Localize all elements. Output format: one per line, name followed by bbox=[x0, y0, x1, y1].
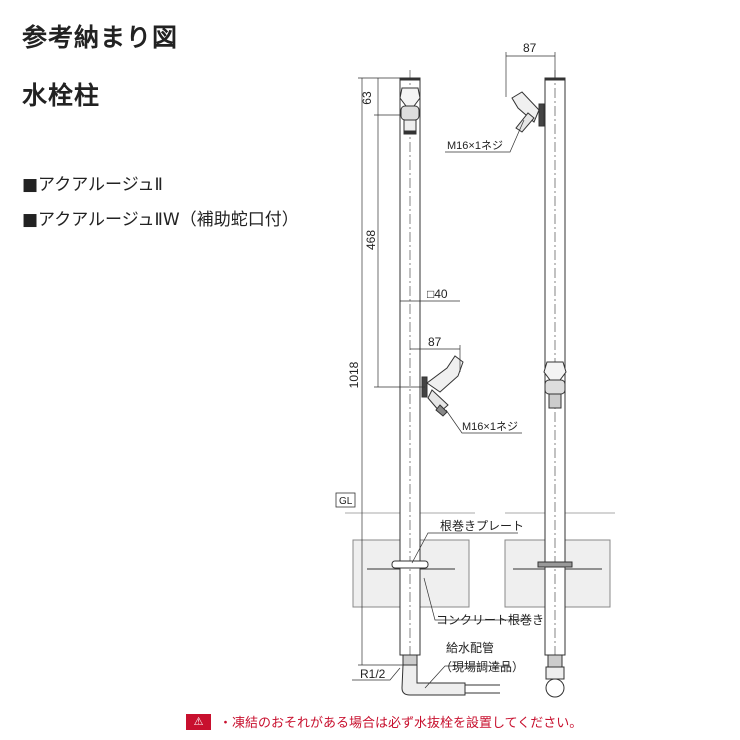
dim-tap-spacing: 468 bbox=[364, 230, 378, 250]
label-supply-pipe-note: （現場調達品） bbox=[440, 660, 524, 674]
warning-note: ⚠ ・凍結のおそれがある場合は必ず水抜栓を設置してください。 bbox=[186, 712, 582, 731]
product-item: ■アクアルージュⅡ bbox=[22, 175, 163, 195]
faucet-right-front-icon bbox=[543, 361, 567, 409]
label-root-plate: 根巻きプレート bbox=[440, 519, 524, 533]
faucet-lower-side-icon bbox=[421, 355, 464, 417]
dim-top-offset: 63 bbox=[360, 91, 374, 105]
dim-total-height: 1018 bbox=[347, 361, 361, 388]
dimension-lines bbox=[352, 52, 556, 689]
label-thread-upper: M16×1ネジ bbox=[447, 139, 503, 152]
page-subtitle: 水栓柱 bbox=[22, 81, 101, 110]
page-title: 参考納まり図 bbox=[22, 23, 179, 52]
label-inlet-thread: R1/2 bbox=[360, 667, 386, 681]
faucet-upper-side-icon bbox=[511, 91, 545, 133]
root-plate-right bbox=[537, 561, 573, 568]
root-plate-left bbox=[391, 560, 429, 569]
faucet-top-icon bbox=[399, 87, 421, 135]
gl-box bbox=[335, 492, 356, 508]
warning-text: ・凍結のおそれがある場合は必ず水抜栓を設置してください。 bbox=[219, 716, 583, 731]
dim-tap-projection-upper: 87 bbox=[523, 41, 537, 55]
warning-triangle-icon: ⚠ bbox=[186, 713, 211, 730]
label-thread-lower: M16×1ネジ bbox=[462, 420, 518, 433]
product-item: ■アクアルージュⅡW（補助蛇口付） bbox=[22, 210, 299, 230]
pipe-fitting-left bbox=[401, 654, 500, 696]
label-ground-level: GL bbox=[339, 496, 353, 507]
pipe-fitting-right bbox=[545, 654, 565, 698]
dim-tap-projection-lower: 87 bbox=[428, 335, 442, 349]
dim-post-size: □40 bbox=[427, 287, 448, 301]
label-concrete: コンクリート根巻き bbox=[436, 613, 544, 627]
label-supply-pipe: 給水配管 bbox=[446, 640, 494, 655]
